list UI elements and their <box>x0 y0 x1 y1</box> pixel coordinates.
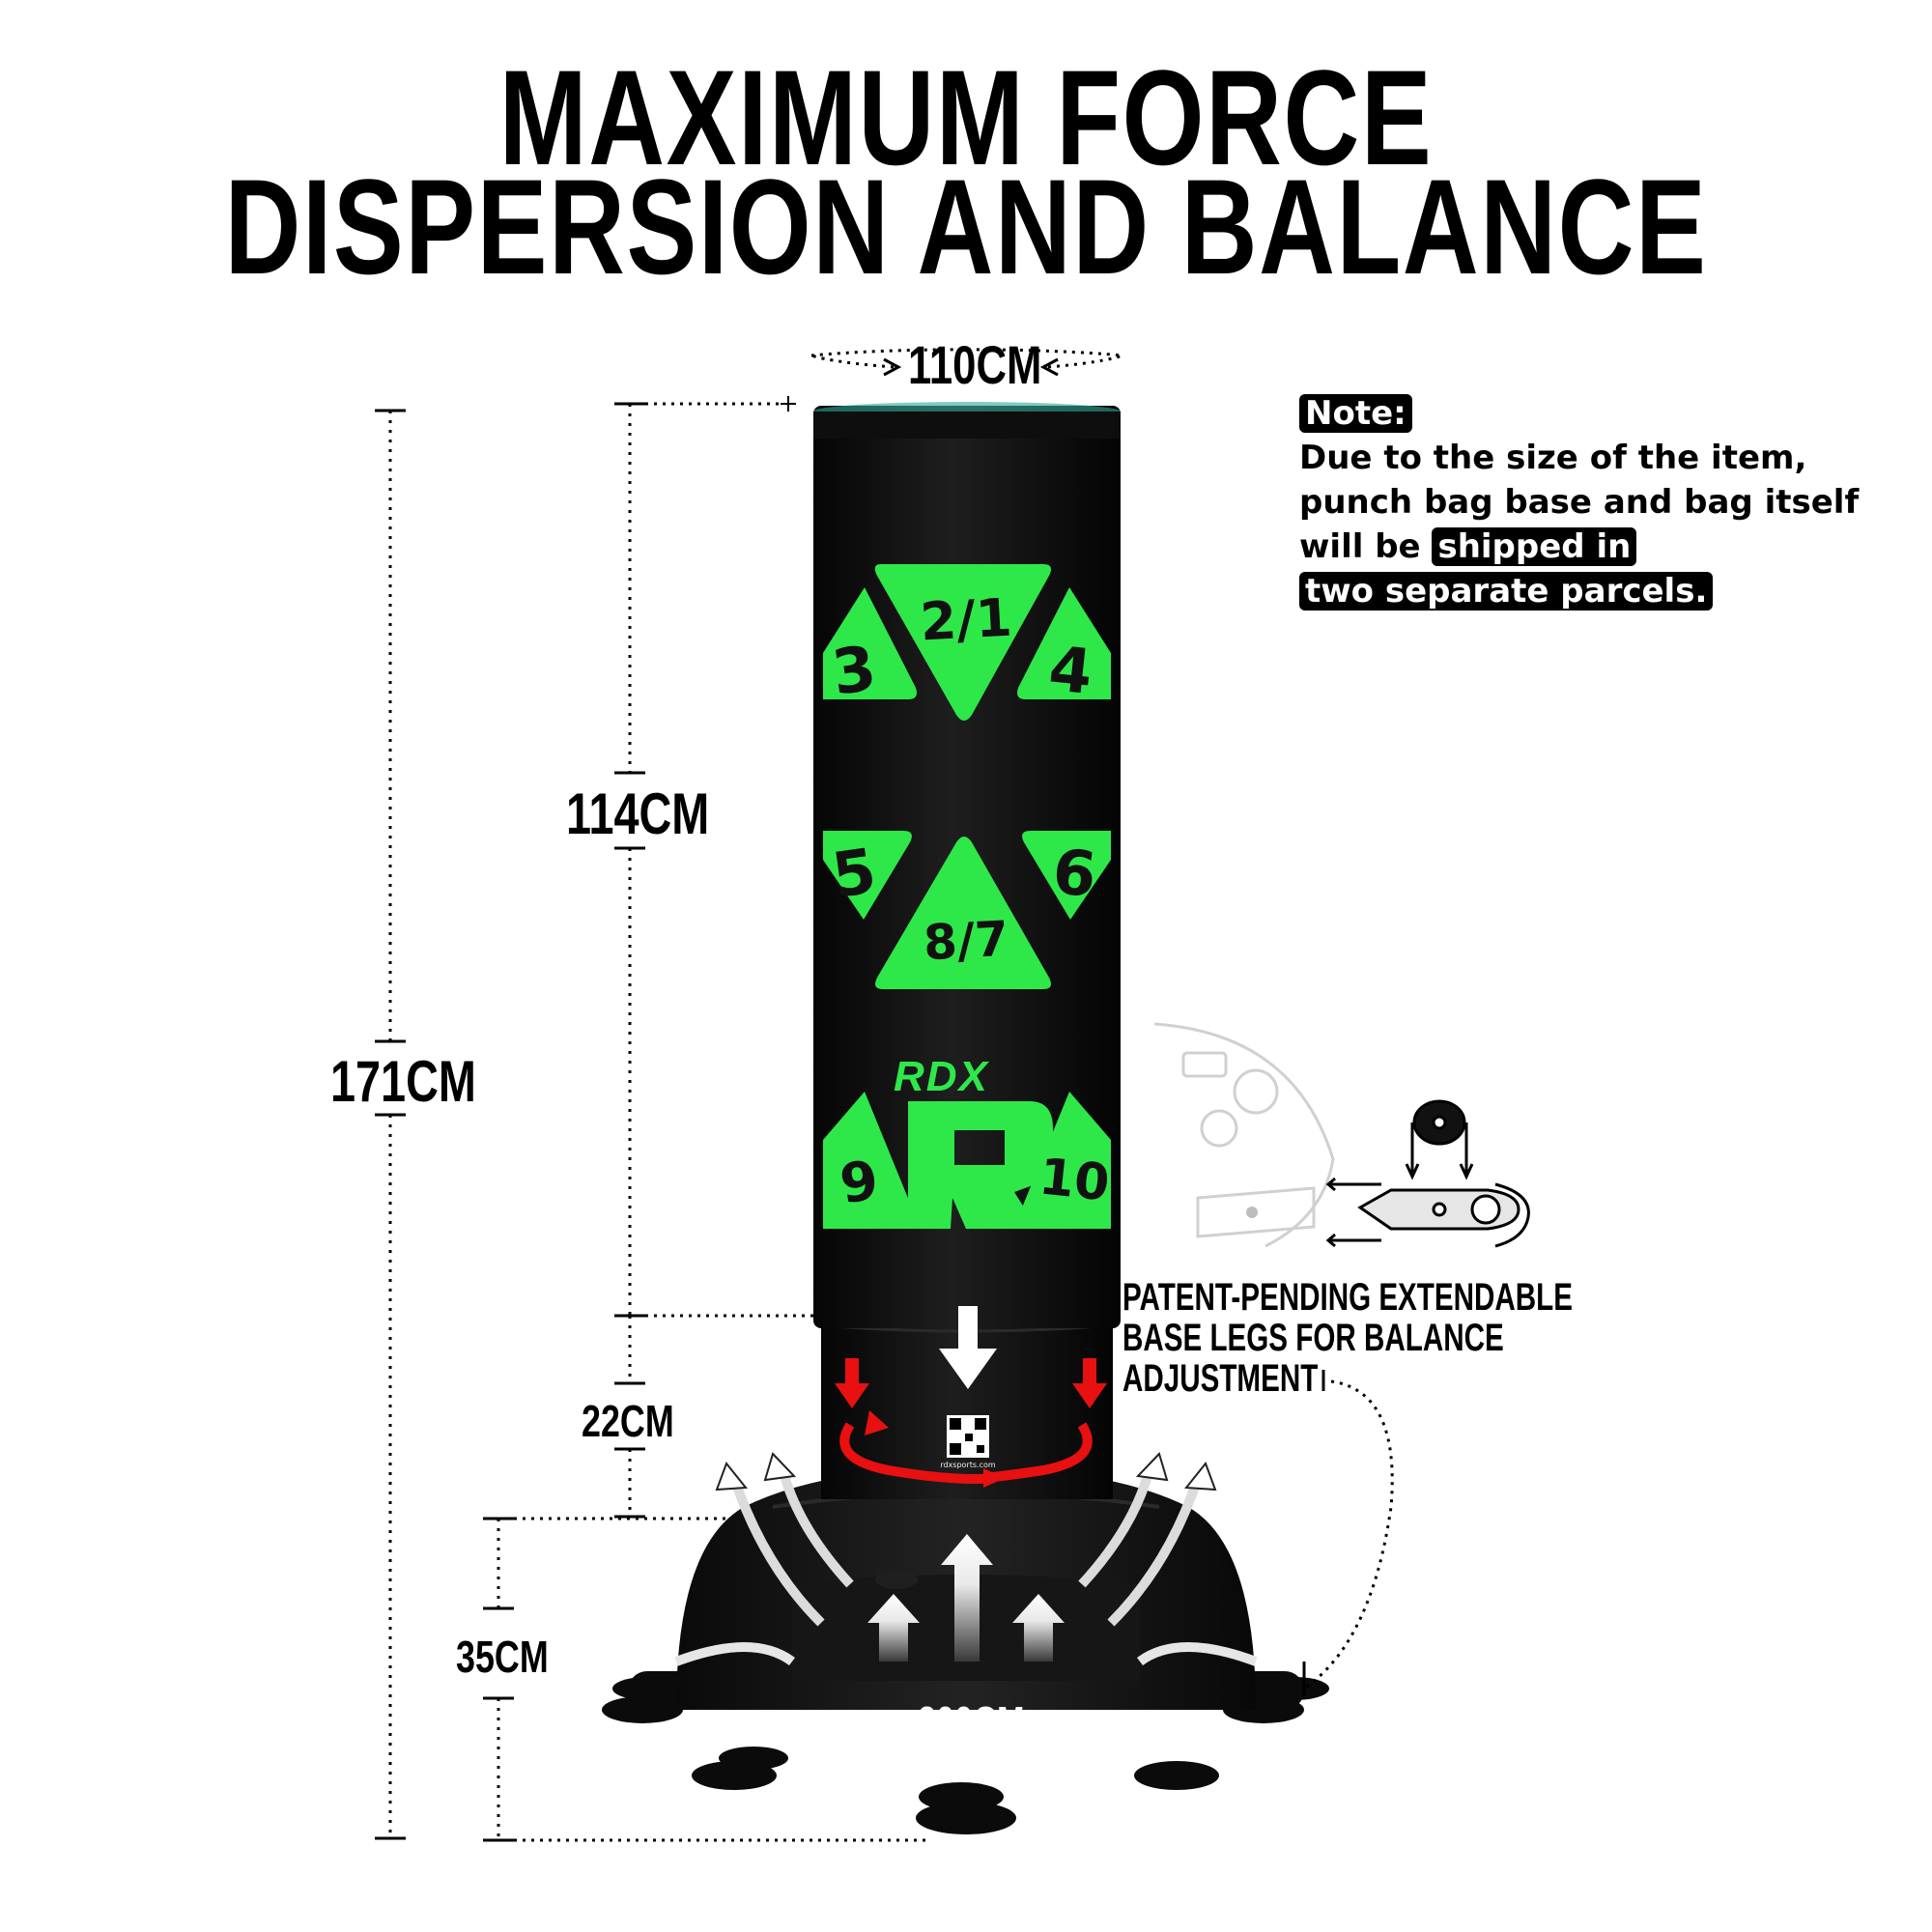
note-label: Note: <box>1299 394 1412 433</box>
base-height-label: 35CM <box>456 1632 549 1682</box>
leg-adjustment-detail <box>1325 1099 1530 1248</box>
feature-line-2: BASE LEGS FOR BALANCE <box>1122 1317 1504 1359</box>
base-diameter-label: 200CM <box>918 1698 1025 1746</box>
base-height-dimension-line <box>483 1517 927 1842</box>
shipping-note: Note: Due to the size of the item, punch… <box>1299 391 1879 613</box>
total-height-dimension-line <box>375 409 406 1840</box>
collar-height-dimension-line <box>614 1316 645 1519</box>
brand-name: RDX <box>894 1053 989 1100</box>
circumference-indicator <box>810 348 1123 377</box>
qr-caption: rdxsports.com <box>940 1461 996 1469</box>
qr-code <box>947 1415 989 1458</box>
target-label-2-1: 2/1 <box>918 586 1014 653</box>
target-label-8-7: 8/7 <box>922 910 1010 972</box>
target-label-10: 10 <box>1037 1148 1113 1213</box>
target-4 <box>1017 587 1111 699</box>
target-5 <box>823 831 912 920</box>
total-height-label: 171CM <box>330 1049 476 1114</box>
feature-line-3: ADJUSTMENT <box>1122 1357 1319 1400</box>
target-label-6: 6 <box>1049 836 1100 913</box>
red-force-arrows <box>835 1358 1107 1488</box>
note-highlight-1: shipped in <box>1432 527 1637 566</box>
leg-mechanism-illustration <box>1153 1022 1335 1248</box>
rdx-logo <box>908 1101 1053 1229</box>
feature-callout: PATENT-PENDING EXTENDABLE BASE LEGS FOR … <box>1122 1277 1573 1399</box>
target-10 <box>1017 1092 1111 1229</box>
bag-height-label: 114CM <box>566 781 710 846</box>
target-9 <box>823 1092 917 1229</box>
bag-height-dimension-line <box>614 396 821 1318</box>
down-arrow-icon <box>939 1306 997 1389</box>
target-zones <box>823 564 1111 1229</box>
collar-height-label: 22CM <box>582 1396 674 1446</box>
target-2-1 <box>874 564 1051 721</box>
circumference-label: 110CM <box>908 334 1042 395</box>
target-6 <box>1022 831 1111 920</box>
white-up-arrows <box>715 1452 1217 1662</box>
target-3 <box>823 587 917 699</box>
note-highlight-2: two separate parcels. <box>1299 572 1714 611</box>
target-8-7 <box>875 837 1051 989</box>
feature-line-1: PATENT-PENDING EXTENDABLE <box>1122 1276 1573 1319</box>
page-title-line-2: DISPERSION AND BALANCE <box>224 151 1708 302</box>
callout-connector <box>1302 1370 1394 1696</box>
page-title-line-1: MAXIMUM FORCE <box>498 42 1434 193</box>
note-text: Due to the size of the item, punch bag b… <box>1299 439 1860 566</box>
white-force-arrows <box>674 1466 1258 1666</box>
target-label-4: 4 <box>1045 633 1096 710</box>
base-diameter-indicator <box>847 1710 1090 1729</box>
